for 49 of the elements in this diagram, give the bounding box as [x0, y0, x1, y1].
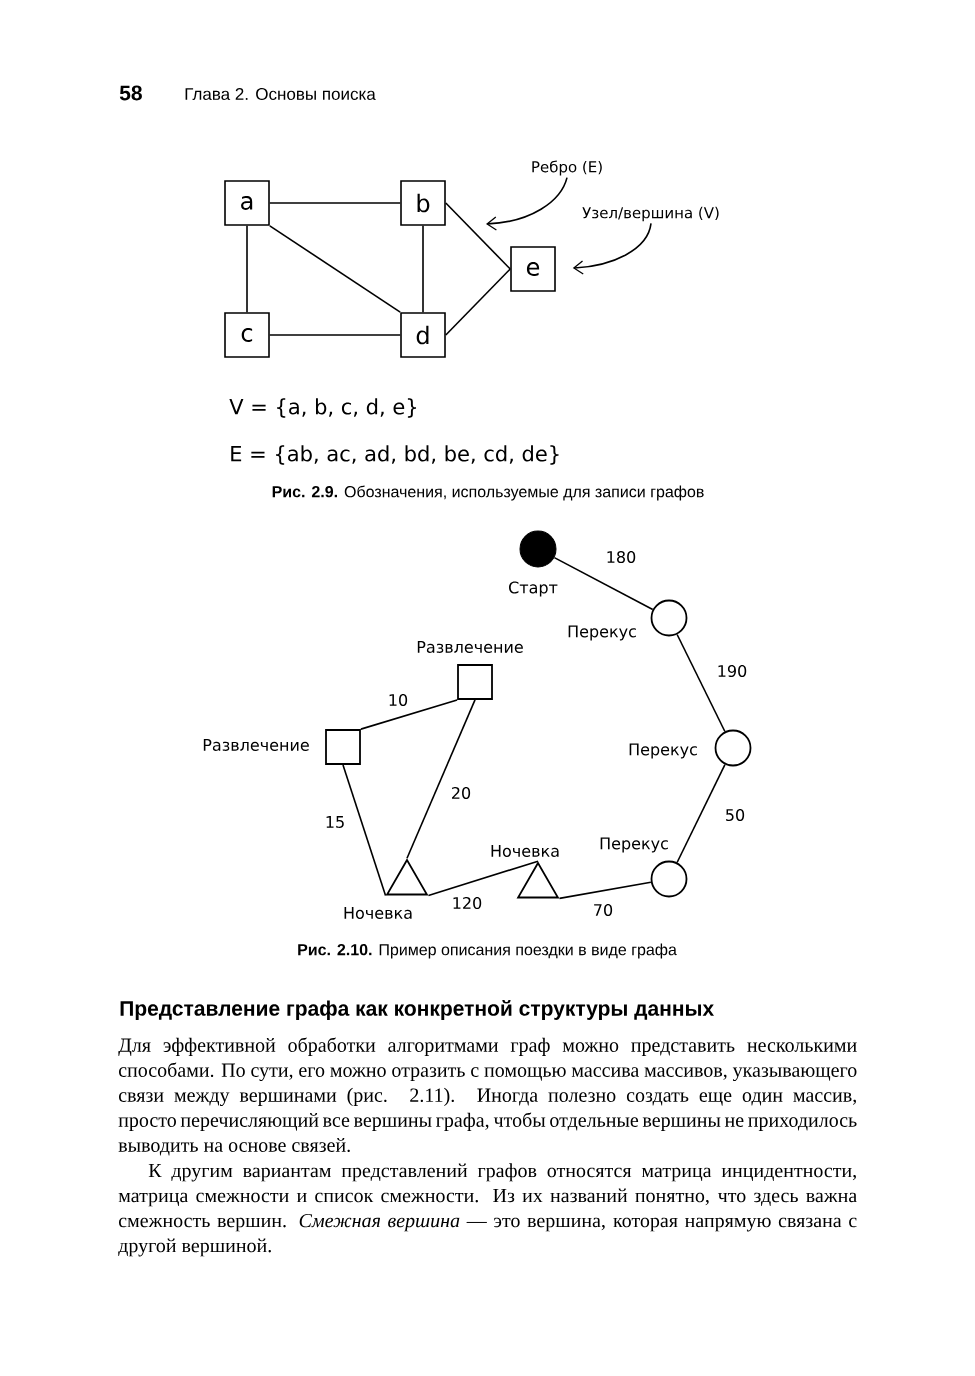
- callout-label: Ребро (E): [532, 160, 602, 176]
- node-label: Перекус: [600, 837, 668, 853]
- figure-caption: Рис. 2.9. Обозначения, используемые для записи графов: [272, 485, 704, 501]
- edge-line: [445, 202, 511, 270]
- node-label: Ночевка: [491, 845, 559, 857]
- edge-line: [269, 334, 401, 336]
- node-label: Перекус: [629, 743, 697, 759]
- formula-text: V = {a, b, c, d, e}: [229, 398, 417, 418]
- weight-label: 180: [604, 549, 638, 565]
- node-label: Развлечение: [417, 641, 523, 653]
- leader-arrow: [486, 176, 568, 231]
- vertex-box: c: [224, 312, 270, 358]
- edge-line: [360, 699, 458, 730]
- formula-text: E = {ab, ac, ad, bd, be, cd, de}: [231, 445, 559, 465]
- weight-label: 15: [323, 814, 347, 830]
- edge-line: [558, 881, 652, 900]
- figure-caption: Рис. 2.10. Пример описания поездки в виде графа: [298, 943, 677, 959]
- edge-line: [427, 860, 539, 897]
- vertex-box: b: [400, 180, 446, 226]
- vertex-box: d: [400, 312, 446, 358]
- vertex-box: e: [510, 246, 556, 292]
- leader-arrow: [572, 222, 652, 275]
- node-label: Перекус: [568, 625, 636, 641]
- edge-line: [269, 225, 401, 313]
- weight-label: 70: [591, 902, 615, 918]
- edge-line: [422, 225, 424, 313]
- body-paragraph: К другим вариантам представлений графов относятся матрица инцидентности, матрица смежности и список смежности. Из их названий понятно, что здесь важна смежность вершин. Смежная вершина — это вершина, которая напрямую связана с другой вершиной.: [118, 1163, 857, 1257]
- edge-line: [342, 764, 387, 897]
- edge-line: [406, 699, 476, 859]
- edge-line: [445, 268, 511, 336]
- weight-label: 120: [450, 895, 484, 911]
- page-number: 58: [119, 85, 142, 101]
- edge-line: [676, 633, 726, 733]
- node-label: Развлечение: [203, 739, 309, 751]
- weight-label: 20: [449, 785, 473, 801]
- edge-line: [246, 225, 248, 313]
- weight-label: 190: [715, 663, 749, 679]
- body-paragraph: Для эффективной обработки алгоритмами граф можно представить несколькими способами. По сути, его можно отразить с помощью массива массивов, указывающего связи между вершинами (рис. 2.11). Иногда полезно создать еще один массив, просто перечисляющий все вершины графа, чтобы отдельные вершины не приходилось выводить на основе связей.: [118, 1037, 857, 1156]
- section-heading: Представление графа как конкретной структуры данных: [120, 1000, 714, 1020]
- vertex-box: a: [224, 180, 270, 226]
- running-header: Глава 2. Основы поиска: [185, 88, 376, 101]
- weight-label: 10: [386, 692, 410, 708]
- edge-line: [269, 202, 401, 204]
- edge-line: [553, 556, 654, 611]
- node-label: Ночевка: [344, 907, 412, 919]
- edge-line: [676, 763, 726, 864]
- node-label: Старт: [509, 581, 558, 597]
- weight-label: 50: [723, 807, 747, 823]
- callout-label: Узел/вершина (V): [582, 206, 719, 222]
